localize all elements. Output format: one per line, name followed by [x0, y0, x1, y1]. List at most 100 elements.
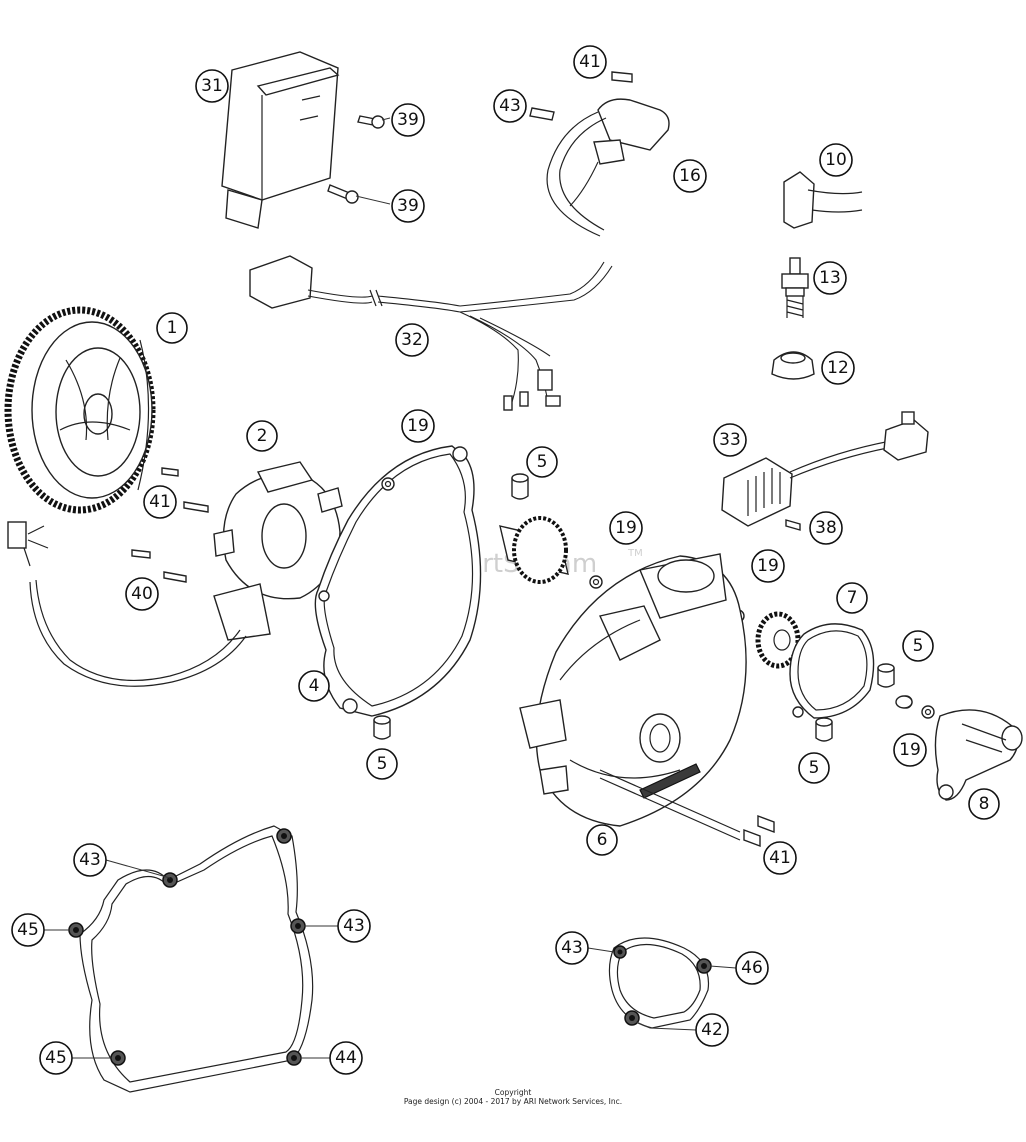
callout-31: 31	[195, 69, 229, 103]
small-gasket-part	[789, 623, 875, 719]
spark-plug-cap-part	[783, 171, 863, 229]
svg-text:8: 8	[979, 794, 990, 814]
ignition-coil-part	[529, 71, 670, 237]
callout-19-c: 19	[751, 549, 785, 583]
callout-5-b: 5	[366, 748, 398, 780]
callout-45-b: 45	[39, 1041, 73, 1075]
svg-text:44: 44	[335, 1048, 357, 1068]
dowel-pins-part	[373, 473, 895, 742]
svg-text:5: 5	[537, 452, 548, 472]
callout-41-a: 41	[573, 45, 607, 79]
svg-text:19: 19	[407, 416, 429, 436]
svg-text:41: 41	[149, 492, 171, 512]
callout-19-b: 19	[609, 511, 643, 545]
svg-text:33: 33	[719, 430, 741, 450]
svg-text:41: 41	[579, 52, 601, 72]
callout-16: 16	[673, 159, 707, 193]
callout-43-a: 43	[493, 89, 527, 123]
ignition-cover-part	[519, 553, 747, 827]
svg-text:42: 42	[701, 1020, 723, 1040]
starter-gear-part	[755, 611, 801, 669]
footer-page-design: Page design (c) 2004 - 2017 by ARI Netwo…	[403, 1097, 623, 1106]
svg-text:19: 19	[899, 740, 921, 760]
svg-text:2: 2	[257, 426, 268, 446]
svg-text:40: 40	[131, 584, 153, 604]
svg-text:19: 19	[757, 556, 779, 576]
large-gasket-template	[68, 825, 314, 1093]
leader-lines	[44, 117, 737, 1059]
svg-text:6: 6	[597, 830, 608, 850]
svg-text:19: 19	[615, 518, 637, 538]
callout-13: 13	[813, 261, 847, 295]
idler-gear-part	[499, 516, 569, 584]
callout-38: 38	[809, 511, 843, 545]
callout-32: 32	[395, 323, 429, 357]
spark-plug-part	[781, 257, 809, 318]
callout-12: 12	[821, 351, 855, 385]
svg-text:43: 43	[79, 850, 101, 870]
watermark-tm: TM	[627, 548, 643, 559]
callout-4: 4	[298, 670, 330, 702]
svg-text:5: 5	[809, 758, 820, 778]
callout-10: 10	[819, 143, 853, 177]
callout-39-a: 39	[391, 103, 425, 137]
svg-text:7: 7	[847, 588, 858, 608]
svg-text:43: 43	[499, 96, 521, 116]
svg-text:45: 45	[45, 1048, 67, 1068]
callout-7: 7	[836, 582, 868, 614]
spark-plug-seal-part	[771, 351, 815, 380]
callout-39-b: 39	[391, 189, 425, 223]
callout-1: 1	[156, 312, 188, 344]
svg-text:12: 12	[827, 358, 849, 378]
svg-text:41: 41	[769, 848, 791, 868]
svg-text:32: 32	[401, 330, 423, 350]
cover-gasket-part	[314, 445, 482, 717]
svg-text:39: 39	[397, 110, 419, 130]
svg-text:31: 31	[201, 76, 223, 96]
callout-5-c: 5	[902, 630, 934, 662]
cover-bolts-part	[599, 769, 775, 848]
svg-text:5: 5	[913, 636, 924, 656]
stator-part	[7, 461, 343, 687]
svg-text:45: 45	[17, 920, 39, 940]
footer-copyright: Copyright	[494, 1088, 532, 1097]
svg-text:1: 1	[167, 318, 178, 338]
small-gasket-template	[608, 937, 712, 1029]
callout-33: 33	[713, 423, 747, 457]
stator-screws-part	[131, 467, 209, 583]
callout-45-a: 45	[11, 913, 45, 947]
callout-41-c: 41	[763, 841, 797, 875]
callout-40: 40	[125, 577, 159, 611]
callout-19-d: 19	[893, 733, 927, 767]
svg-text:43: 43	[343, 916, 365, 936]
svg-text:4: 4	[309, 676, 320, 696]
svg-text:5: 5	[377, 754, 388, 774]
svg-text:43: 43	[561, 938, 583, 958]
callout-43-d: 43	[555, 931, 589, 965]
callout-41-b: 41	[143, 485, 177, 519]
callout-19-a: 19	[401, 409, 435, 443]
callout-44: 44	[329, 1041, 363, 1075]
svg-text:46: 46	[741, 958, 763, 978]
callout-6: 6	[586, 824, 618, 856]
svg-text:38: 38	[815, 518, 837, 538]
callout-46: 46	[735, 951, 769, 985]
callout-8: 8	[968, 788, 1000, 820]
svg-text:10: 10	[825, 150, 847, 170]
svg-text:13: 13	[819, 268, 841, 288]
ignition-module-part	[221, 51, 340, 229]
svg-text:16: 16	[679, 166, 701, 186]
callout-5-d: 5	[798, 752, 830, 784]
callout-42: 42	[695, 1013, 729, 1047]
callout-43-c: 43	[337, 909, 371, 943]
svg-text:39: 39	[397, 196, 419, 216]
bolt-part	[327, 115, 385, 204]
voltage-regulator-part	[721, 411, 929, 527]
o-ring-part	[895, 695, 913, 709]
callout-2: 2	[246, 420, 278, 452]
small-cover-part	[934, 709, 1023, 801]
callout-43-b: 43	[73, 843, 107, 877]
callout-5-a: 5	[526, 446, 558, 478]
